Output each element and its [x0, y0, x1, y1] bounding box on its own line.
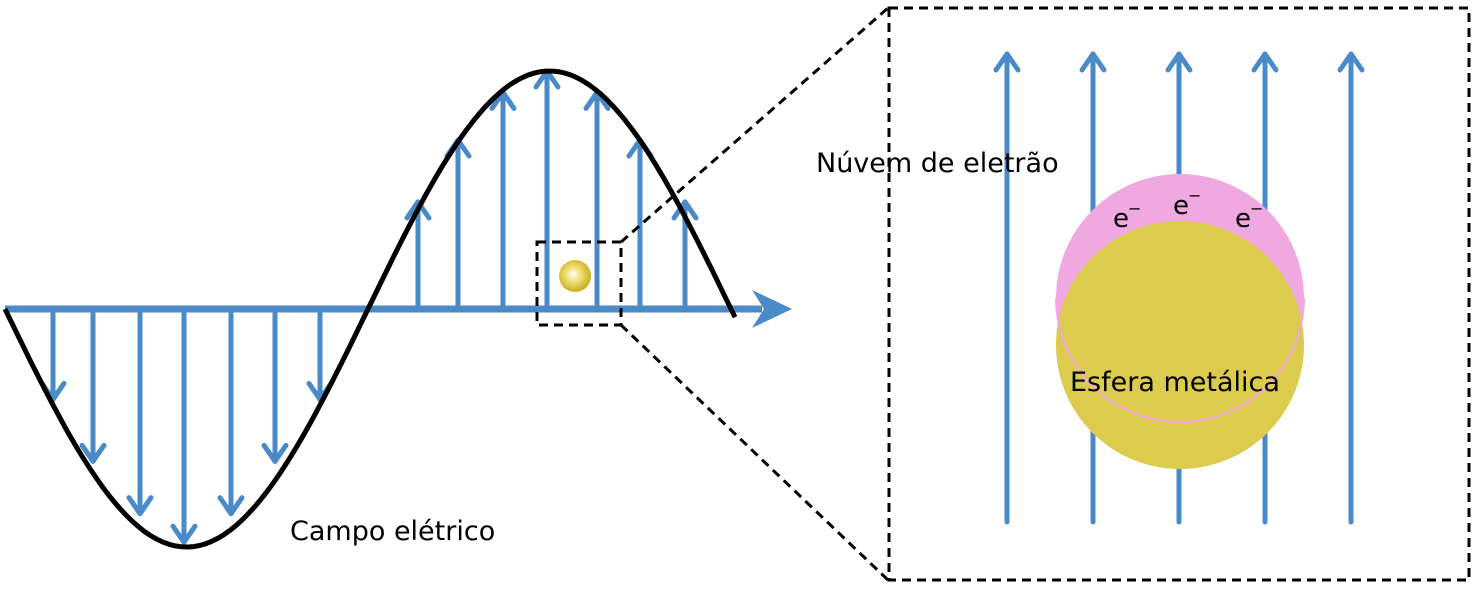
uniform-field-arrow	[1337, 51, 1365, 525]
zoom-source-box	[535, 240, 623, 327]
propagation-axis	[5, 290, 792, 328]
axis-arrowhead-icon	[752, 290, 792, 328]
arrowhead-icon	[993, 51, 1021, 73]
arrowhead-icon	[79, 442, 107, 464]
arrowhead-icon	[404, 199, 432, 221]
arrowhead-icon	[1165, 51, 1193, 73]
electron: e −	[1113, 199, 1141, 234]
field-arrow-down	[170, 306, 198, 545]
field-arrow-down	[261, 306, 289, 464]
zoom-connector-top	[620, 6, 889, 244]
arrowhead-icon	[170, 523, 198, 545]
svg-text:e: e	[1235, 204, 1251, 234]
arrowhead-icon	[217, 495, 245, 517]
electric-field-wave	[2, 68, 738, 550]
zoom-connector-bottom	[619, 323, 890, 582]
field-arrow-down	[79, 306, 107, 464]
field-arrow-up	[489, 89, 517, 312]
electron-cloud-label: Núvem de eletrão	[816, 148, 1059, 179]
arrowhead-icon	[126, 495, 154, 517]
metal-sphere-label: Esfera metálica	[1070, 367, 1280, 398]
svg-text:−: −	[1188, 186, 1201, 205]
field-arrow-down	[217, 306, 245, 517]
electric-field-label: Campo elétrico	[290, 516, 495, 547]
svg-text:e: e	[1173, 191, 1189, 221]
arrowhead-icon	[261, 442, 289, 464]
field-arrow-up	[404, 199, 432, 312]
metal-sphere	[1056, 221, 1304, 469]
arrowhead-icon	[1079, 51, 1107, 73]
negative-field-arrows	[39, 306, 334, 545]
field-arrow-down	[126, 306, 154, 517]
arrowhead-icon	[1337, 51, 1365, 73]
field-arrow-up	[626, 137, 654, 312]
uniform-field-arrow	[993, 51, 1021, 525]
field-arrow-up	[533, 68, 561, 312]
zoom-view-box	[887, 6, 1471, 582]
svg-text:e: e	[1113, 204, 1129, 234]
electron-cloud-outline	[1055, 297, 1305, 423]
arrowhead-icon	[1251, 51, 1279, 73]
field-arrow-up	[444, 137, 472, 312]
positive-field-arrows	[404, 68, 699, 312]
svg-text:−: −	[1250, 199, 1263, 218]
svg-text:−: −	[1128, 199, 1141, 218]
arrowhead-icon	[671, 199, 699, 221]
metal-particle	[559, 260, 591, 292]
electron: e −	[1235, 199, 1263, 234]
electron: e −	[1173, 186, 1201, 221]
